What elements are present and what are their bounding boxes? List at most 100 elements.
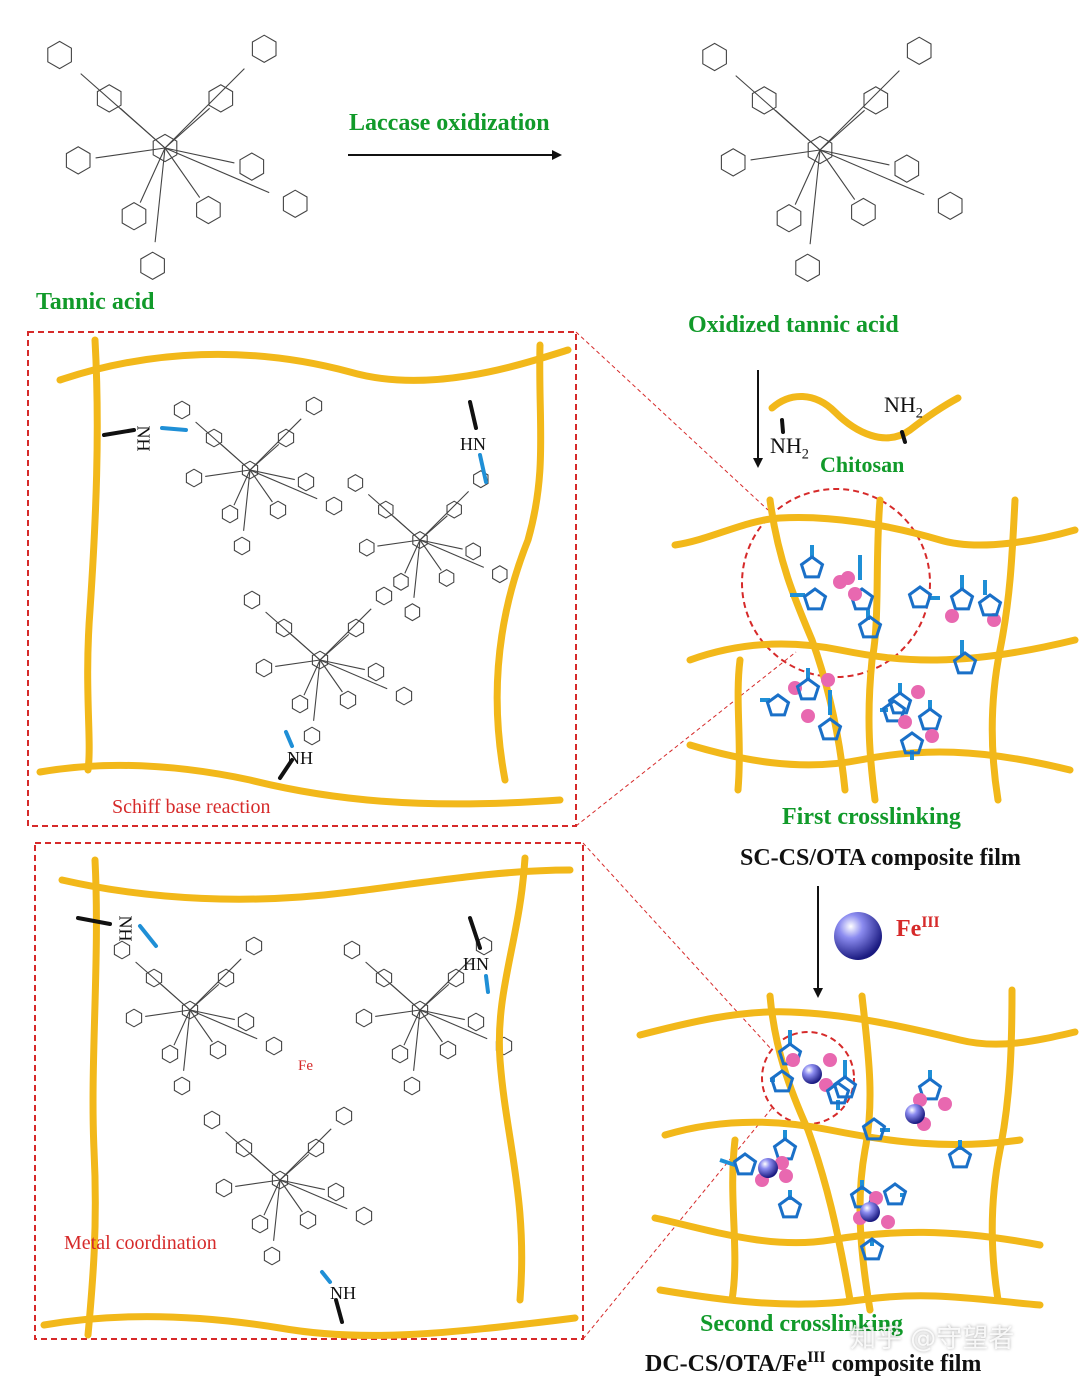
ring: [795, 677, 821, 701]
crosslink-unit: [913, 1070, 943, 1107]
dc-film-sup: III: [807, 1349, 826, 1366]
tannic-acid-bond-3: [95, 147, 166, 159]
schiff-ota-2-bond-9: [413, 539, 421, 598]
crosslink-unit: [899, 731, 925, 760]
fe-sphere-5: [860, 1202, 880, 1222]
oxidized-tannic-acid-bond-9: [809, 149, 821, 245]
metal-zoom-frame: [34, 842, 584, 1340]
schiff-ota-2-ring-3: [446, 500, 462, 519]
metal-ota-1-bond-4: [189, 1009, 235, 1021]
metal-ota-3-ring-8: [203, 1110, 221, 1130]
schiff-ota-1-ring-4: [185, 468, 203, 488]
zoom-guides: [575, 331, 797, 1340]
oxidized-tannic-acid-ring-4: [720, 148, 746, 177]
metal-ota-2-ring-2: [375, 968, 393, 988]
catechol-lobe: [841, 571, 855, 585]
tannic-acid-ring-5: [239, 152, 265, 181]
bond-segment-12: [320, 1270, 332, 1284]
bond-segment-6: [284, 730, 294, 748]
ring: [977, 593, 1003, 617]
metal-hn-top-right: HN: [463, 954, 489, 974]
metal-ota-3-bond-5: [263, 1179, 281, 1216]
schiff-ota-3-bond-9: [313, 659, 321, 721]
metal-ota-3-ring-10: [263, 1246, 281, 1266]
crosslink-unit: [795, 668, 835, 701]
metal-ota-1-ring-3: [217, 968, 235, 988]
schiff-ota-2-bond-4: [419, 539, 463, 550]
ring: [799, 555, 825, 579]
schiff-ota-2-ring-1: [412, 530, 428, 550]
metal-ota-3-ring-3: [307, 1138, 325, 1158]
schiff-ota-1-ring-1: [241, 460, 259, 480]
crosslink-unit: [825, 1081, 851, 1110]
fe-sphere-1: [834, 912, 882, 960]
catechol-lobe: [869, 1191, 883, 1205]
watermark: 知乎 @守望者: [850, 1324, 1015, 1354]
oxidized-tannic-acid-bond-10: [819, 149, 925, 196]
tannic-acid-ring-11: [282, 189, 308, 219]
fe-ion-label: FeIII: [896, 914, 940, 943]
metal-ota-2-bond-8: [419, 958, 472, 1011]
tannic-acid-ring-8: [47, 40, 72, 70]
tannic-acid-bond-9: [154, 147, 166, 243]
metal-ota-3-bond-4: [279, 1179, 325, 1191]
bond-segment-13: [780, 418, 785, 434]
metal-ota-1-bond-8: [189, 958, 242, 1011]
schiff-nh-bottom: NH: [287, 748, 313, 768]
schiff-ota-2-ring-5: [465, 542, 481, 561]
schiff-ota-1-bond-4: [249, 469, 295, 481]
metal-ota-3-bond-3: [235, 1179, 281, 1187]
oxidized-tannic-acid-bond-7: [735, 75, 821, 151]
metal-ota-1-ring-11: [265, 1036, 283, 1056]
crosslink-unit: [755, 1173, 803, 1219]
oxidized-tannic-acid-bond-8: [819, 70, 900, 151]
oxidized-tannic-acid-ring-6: [776, 203, 802, 233]
dc-film-suffix: composite film: [825, 1351, 982, 1377]
ring: [907, 585, 933, 609]
oxidized-tannic-acid-ring-7: [851, 197, 876, 227]
oxidized-tannic-acid-bond-3: [750, 149, 821, 161]
ring: [882, 1182, 908, 1206]
schiff-ota-1-ring-8: [173, 400, 191, 420]
metal-nh-top-left: NH: [115, 915, 136, 942]
schiff-ota-3-ring-3: [347, 618, 365, 638]
ring: [947, 1145, 973, 1169]
metal-ota-2-ring-7: [439, 1040, 457, 1060]
catechol-lobe: [775, 1156, 789, 1170]
tannic-acid-bond-10: [164, 147, 270, 194]
metal-ota-1-bond-9: [183, 1009, 191, 1071]
metal-ota-2-ring-10: [403, 1076, 421, 1096]
oxidized-tannic-acid-bond-6: [819, 149, 856, 200]
chitosan-chain-11: [686, 636, 1079, 664]
chitosan-chain-9: [768, 393, 962, 442]
metal-ota-2-ring-5: [467, 1012, 485, 1032]
ring: [917, 707, 943, 731]
schiff-ota-3-ring-2: [275, 618, 293, 638]
schiff-ota-2-ring-9: [473, 470, 489, 489]
metal-nh-bottom: NH: [330, 1283, 356, 1303]
tannic-acid-bond-5: [139, 147, 166, 203]
metal-ota-3-ring-6: [251, 1214, 269, 1234]
metal-ota-3-bond-9: [273, 1179, 281, 1241]
schiff-ota-1-bond-9: [243, 469, 251, 531]
ring: [949, 587, 975, 611]
schiff-ota-3-ring-5: [367, 662, 385, 682]
bond-segment-2: [160, 426, 188, 432]
crosslink-unit: [887, 683, 925, 715]
metal-ota-1-ring-7: [209, 1040, 227, 1060]
chitosan-chain-22: [988, 986, 1016, 1304]
schiff-ota-2-ring-11: [492, 565, 508, 584]
schiff-ota-2-bond-7: [367, 493, 421, 541]
fe-sphere-4: [758, 1158, 778, 1178]
bond-segment-5: [278, 758, 294, 780]
chitosan-chain-3: [493, 341, 545, 784]
catechol-lobe: [913, 1093, 927, 1107]
oxidized-tannic-acid-bond-2: [819, 109, 865, 151]
bond-segment-3: [468, 400, 478, 430]
crosslink-unit: [799, 545, 847, 589]
first-crosslink-zoom-circle: [741, 488, 931, 678]
metal-coordination-label: Metal coordination: [64, 1232, 217, 1254]
chitosan-chain-6: [84, 856, 100, 1339]
process-arrows: [348, 150, 823, 998]
